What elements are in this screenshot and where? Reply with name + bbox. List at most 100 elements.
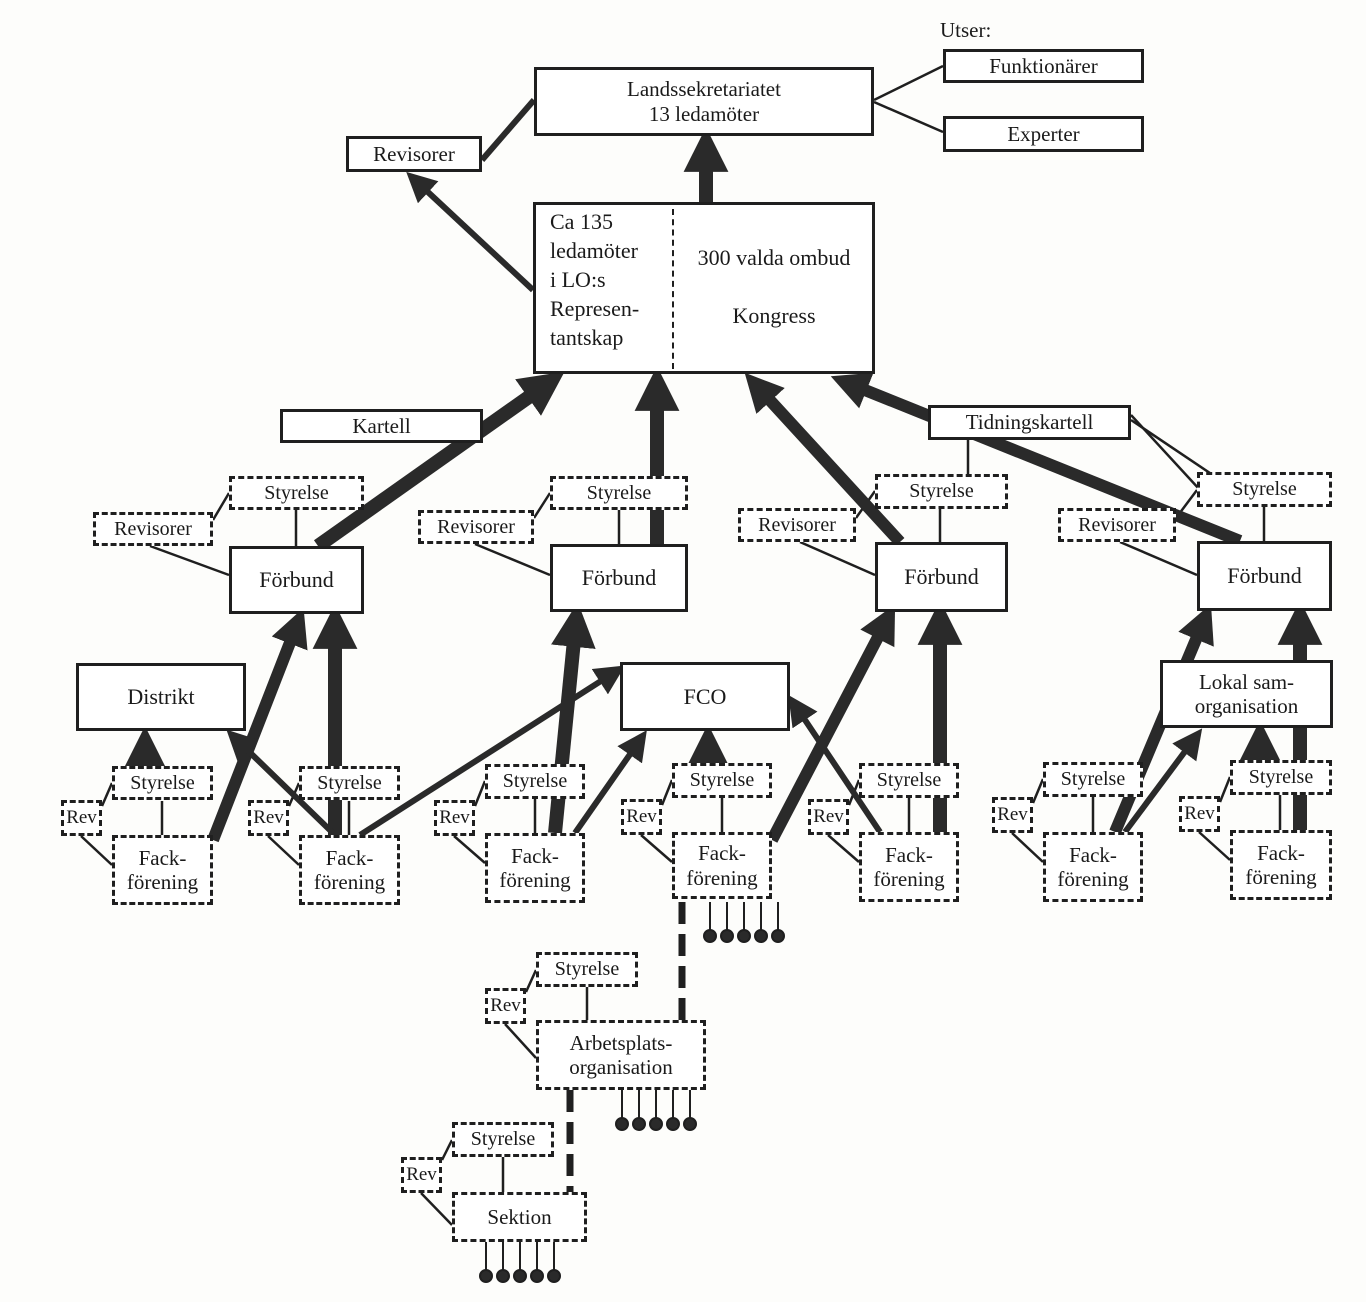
fack-6-styrelse: Styrelse xyxy=(1043,762,1143,797)
forbund-2-box: Förbund xyxy=(550,544,688,612)
forbund-1-revisorer: Revisorer xyxy=(93,512,213,546)
representantskap-text: Ca 135 ledamöter i LO:s Represen- tantsk… xyxy=(550,209,640,350)
fack-1-rev-fack xyxy=(80,835,113,866)
experter-box: Experter xyxy=(943,116,1144,152)
f3-to-kongress xyxy=(744,372,905,547)
member-dot-icon xyxy=(649,1117,663,1131)
member-dot-icon xyxy=(479,1269,493,1283)
fco-box: FCO xyxy=(620,662,790,731)
sektion-box: Sektion xyxy=(452,1192,587,1242)
fack-3-styrelse-rev xyxy=(473,780,487,807)
fack-5-styrelse: Styrelse xyxy=(859,763,959,798)
member-dot-icon xyxy=(771,929,785,943)
fack-1-styrelse: Styrelse xyxy=(112,766,213,800)
fack-3-styrelse: Styrelse xyxy=(485,764,585,799)
fack-7-box: Fack- förening xyxy=(1230,830,1332,900)
fack-1-box: Fack- förening xyxy=(112,835,213,905)
fack-4-styrelse-rev xyxy=(660,779,674,806)
forbund-3-box: Förbund xyxy=(875,542,1008,612)
fack3-to-f2 xyxy=(548,602,596,834)
fack-2-box: Fack- förening xyxy=(299,835,400,905)
kartell-box: Kartell xyxy=(280,409,483,443)
tidningskartell-box: Tidningskartell xyxy=(928,405,1131,440)
fack-6-styrelse-rev xyxy=(1031,778,1045,804)
arbetsplats-styrelse-rev xyxy=(524,969,538,993)
utser-experter-line xyxy=(873,100,944,134)
fack-4-rev: Rev xyxy=(621,799,662,835)
member-dot-icon xyxy=(754,929,768,943)
member-dot-icon xyxy=(683,1117,697,1131)
f1-to-kongress xyxy=(313,371,565,552)
forbund-2-styrelse: Styrelse xyxy=(550,476,688,510)
fack-3-rev: Rev xyxy=(434,800,475,836)
forbund-3-styrelse: Styrelse xyxy=(875,474,1008,509)
fack-5-rev-fack xyxy=(827,834,860,863)
fack2-to-fco xyxy=(358,665,626,838)
fack-5-rev: Rev xyxy=(808,799,849,835)
fack-3-box: Fack- förening xyxy=(485,833,585,903)
sektion-rev-box xyxy=(420,1192,453,1226)
kongress-divider xyxy=(672,209,674,369)
forbund-1-styrelse: Styrelse xyxy=(229,476,364,510)
fack3-to-fco xyxy=(572,730,647,835)
sektion-rev: Rev xyxy=(401,1157,442,1193)
member-dot-icon xyxy=(632,1117,646,1131)
sektion-styrelse: Styrelse xyxy=(452,1122,554,1157)
fack-4-styrelse: Styrelse xyxy=(672,763,772,798)
kongress-box: Ca 135 ledamöter i LO:s Represen- tantsk… xyxy=(533,202,875,374)
forbund-2-revisorer: Revisorer xyxy=(418,510,534,544)
forbund-3-revisorer: Revisorer xyxy=(738,508,856,542)
fack-2-styrelse: Styrelse xyxy=(299,766,400,800)
f1-styrelse-rev xyxy=(211,492,231,521)
fack-6-box: Fack- förening xyxy=(1043,832,1143,902)
fack-7-rev: Rev xyxy=(1179,796,1220,832)
utser-funktionarer-line xyxy=(873,64,944,102)
fack-7-styrelse-rev xyxy=(1218,776,1232,803)
member-dot-icon xyxy=(496,1269,510,1283)
member-dot-icon xyxy=(737,929,751,943)
arbetsplats-rev: Rev xyxy=(485,988,526,1024)
member-dot-icon xyxy=(703,929,717,943)
fack-6-rev-fack xyxy=(1011,832,1044,863)
fack-1-styrelse-rev xyxy=(100,782,114,807)
f3-rev-forbund xyxy=(799,540,876,577)
fack-4-rev-fack xyxy=(640,834,673,863)
fack-3-rev-fack xyxy=(453,835,486,864)
f1-rev-forbund xyxy=(149,544,230,577)
member-dot-icon xyxy=(666,1117,680,1131)
forbund-4-styrelse: Styrelse xyxy=(1197,472,1332,507)
fack-6-rev: Rev xyxy=(992,797,1033,833)
fack-2-rev: Rev xyxy=(248,800,289,836)
member-dot-icon xyxy=(513,1269,527,1283)
member-dot-icon xyxy=(530,1269,544,1283)
fack-7-styrelse: Styrelse xyxy=(1230,760,1332,795)
member-dot-icon xyxy=(547,1269,561,1283)
member-dot-icon xyxy=(720,929,734,943)
arbetsplats-box: Arbetsplats- organisation xyxy=(536,1020,706,1090)
forbund-4-box: Förbund xyxy=(1197,541,1332,611)
arbetsplats-styrelse: Styrelse xyxy=(536,952,638,987)
landssekretariatet-box: Landssekretariatet 13 ledamöter xyxy=(534,67,874,136)
forbund-4-revisorer: Revisorer xyxy=(1058,508,1176,542)
fack5-to-fco xyxy=(788,695,883,834)
fack6-to-lokal xyxy=(1122,728,1203,834)
fack4-to-f3 xyxy=(766,604,896,843)
f2-styrelse-rev xyxy=(532,492,552,519)
member-dot-icon xyxy=(615,1117,629,1131)
tidningskartell-f4-styrelse xyxy=(1130,414,1201,491)
fack-4-box: Fack- förening xyxy=(672,832,772,899)
fack-1-rev: Rev xyxy=(61,800,102,836)
kongress-title: Kongress xyxy=(732,303,816,328)
fack-2-rev-fack xyxy=(267,835,300,866)
funktionarer-box: Funktionärer xyxy=(943,49,1144,83)
lokal-samorganisation-box: Lokal sam- organisation xyxy=(1160,660,1333,728)
fack2-to-distrikt xyxy=(226,729,338,838)
f2-rev-forbund xyxy=(474,542,551,577)
distrikt-box: Distrikt xyxy=(76,663,246,731)
fack-7-rev-fack xyxy=(1198,831,1231,861)
fack-5-box: Fack- förening xyxy=(859,832,959,902)
arbetsplats-rev-box xyxy=(504,1023,537,1059)
utser-label: Utser: xyxy=(940,18,992,42)
